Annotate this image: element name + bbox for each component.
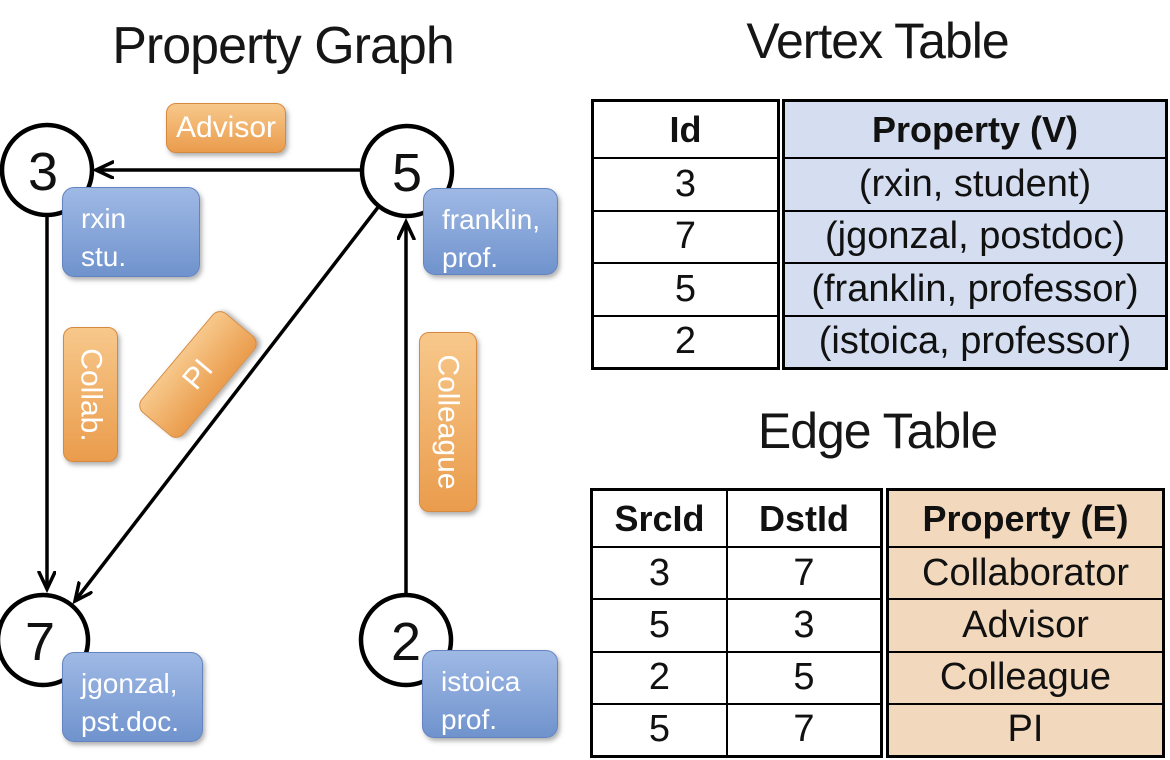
node-7-label: 7 bbox=[25, 612, 55, 672]
edge-table-row-property: Colleague bbox=[889, 650, 1162, 703]
edge-table-header-dstid: DstId bbox=[726, 491, 880, 546]
vertex-property-istoica-line1: istoica bbox=[441, 666, 521, 697]
edge-table-row-srcid: 5 bbox=[593, 598, 726, 650]
vertex-property-franklin-line2: prof. bbox=[442, 242, 499, 273]
vertex-property-istoica-line2: prof. bbox=[441, 704, 498, 735]
edge-table-header-property: Property (E) bbox=[922, 497, 1129, 539]
vertex-property-franklin: franklin, prof. bbox=[423, 188, 558, 275]
vertex-table-row-property: (istoica, professor) bbox=[785, 314, 1165, 368]
vertex-table-header-id: Id bbox=[669, 108, 702, 150]
vertex-table-row-id: 3 bbox=[594, 157, 777, 210]
vertex-property-jgonzal-line1: jgonzal, bbox=[81, 668, 178, 699]
vertex-table-row-id: 5 bbox=[594, 262, 777, 315]
vertex-table-row-id: 7 bbox=[594, 209, 777, 263]
vertex-property-jgonzal: jgonzal, pst.doc. bbox=[62, 652, 203, 742]
edge-table-row-property: Collaborator bbox=[889, 546, 1162, 598]
edge-table-row-dstid: 5 bbox=[726, 650, 880, 703]
node-5-label: 5 bbox=[392, 143, 422, 203]
edge-label-collab-text: Collab. bbox=[74, 347, 108, 442]
vertex-table-id-column: Id 3 7 5 2 bbox=[591, 99, 780, 370]
vertex-table-row-property: (jgonzal, postdoc) bbox=[785, 209, 1165, 263]
edge-table-property-column: Property (E) Collaborator Advisor Collea… bbox=[886, 488, 1165, 758]
edge-5-to-7-pi bbox=[75, 204, 381, 601]
edge-table-id-columns: SrcId DstId 3 7 5 3 2 5 5 7 bbox=[590, 488, 883, 758]
node-2-label: 2 bbox=[391, 612, 421, 672]
vertex-property-istoica: istoica prof. bbox=[422, 650, 558, 738]
graph-canvas: 3 5 7 2 bbox=[0, 122, 455, 688]
edge-table-row-dstid: 7 bbox=[726, 546, 880, 599]
edge-label-pi-text: PI bbox=[175, 352, 220, 396]
edge-table-row-srcid: 5 bbox=[593, 702, 726, 755]
edge-table-title: Edge Table bbox=[757, 403, 998, 459]
vertex-table-property-column: Property (V) (rxin, student) (jgonzal, p… bbox=[782, 99, 1168, 370]
vertex-table-row-id: 2 bbox=[594, 314, 777, 368]
edge-label-colleague-text: Colleague bbox=[432, 354, 466, 490]
edge-table-row-property: PI bbox=[889, 702, 1162, 755]
vertex-property-rxin: rxin stu. bbox=[62, 187, 200, 277]
edge-table-row-srcid: 3 bbox=[593, 546, 726, 598]
vertex-table-title: Vertex Table bbox=[746, 13, 1009, 69]
edge-table-row-srcid: 2 bbox=[593, 650, 726, 703]
edge-table-row-property: Advisor bbox=[889, 598, 1162, 650]
edge-table-row-dstid: 7 bbox=[726, 702, 880, 755]
edge-label-collab: Collab. bbox=[63, 327, 118, 462]
vertex-table-row-property: (rxin, student) bbox=[785, 157, 1165, 210]
vertex-table-row-property: (franklin, professor) bbox=[785, 262, 1165, 315]
edge-label-advisor: Advisor bbox=[166, 103, 286, 153]
edge-table-header-srcid: SrcId bbox=[614, 497, 705, 539]
edge-label-colleague: Colleague bbox=[419, 332, 477, 512]
node-3-label: 3 bbox=[28, 142, 58, 202]
edge-table-row-dstid: 3 bbox=[726, 598, 880, 651]
vertex-property-rxin-line1: rxin bbox=[81, 203, 127, 234]
vertex-property-rxin-line2: stu. bbox=[81, 241, 127, 272]
vertex-property-franklin-line1: franklin, bbox=[442, 204, 541, 235]
vertex-property-jgonzal-line2: pst.doc. bbox=[81, 706, 180, 737]
property-graph-title: Property Graph bbox=[112, 17, 455, 75]
edge-label-advisor-text: Advisor bbox=[175, 111, 277, 144]
vertex-table-header-property: Property (V) bbox=[871, 108, 1079, 150]
